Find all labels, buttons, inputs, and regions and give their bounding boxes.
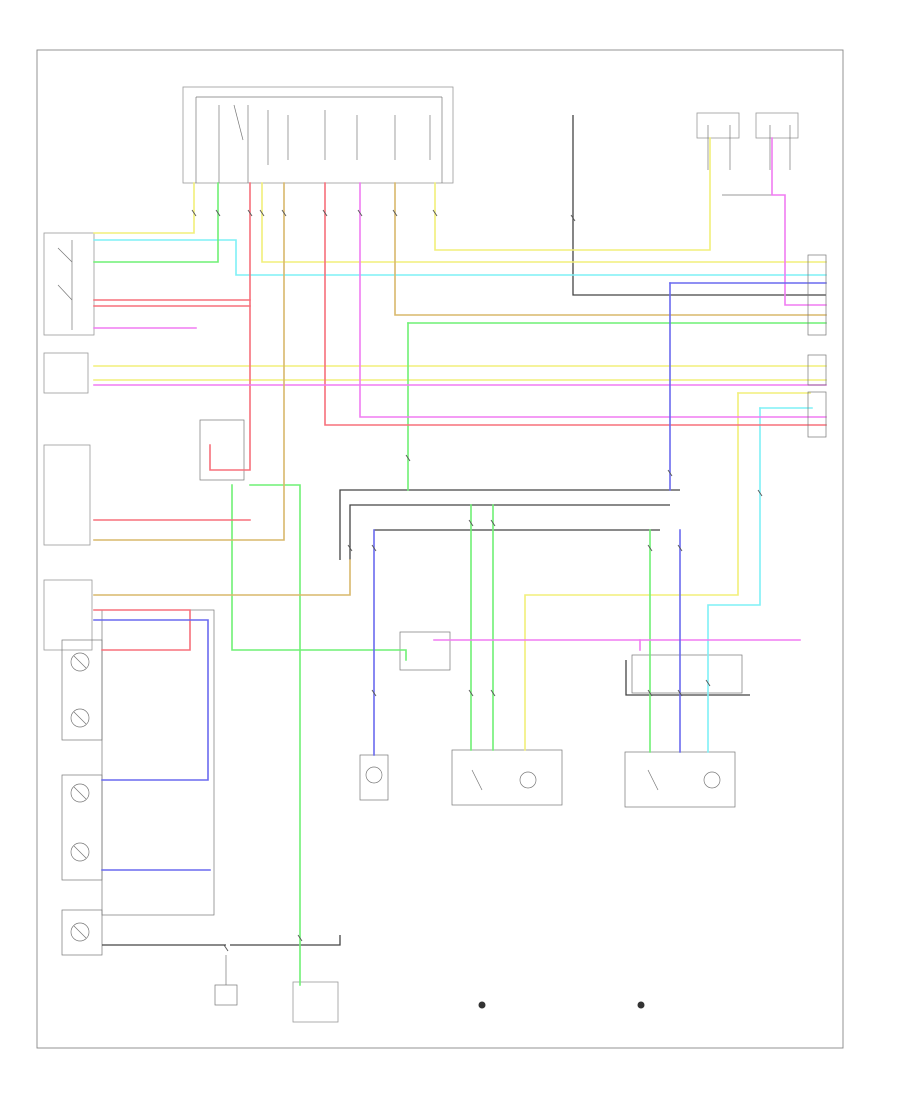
connector-tick-22 (647, 689, 653, 697)
transmission-control-box (43, 419, 245, 546)
connector-tick-21 (490, 689, 496, 697)
red-wire-23 (93, 609, 191, 651)
connector-tick-26 (570, 214, 576, 222)
top-control-unit (182, 86, 454, 184)
ground-right (637, 1001, 645, 1009)
connector-tick-3 (247, 209, 253, 217)
connector-tick-2 (215, 209, 221, 217)
center-lamp-assembly (359, 754, 389, 801)
connector-tick-14 (371, 544, 377, 552)
yellow-wire-3 (434, 137, 711, 251)
red-wire-21 (324, 182, 827, 426)
cyan-wire-10 (707, 407, 761, 753)
connector-tick-19 (371, 689, 377, 697)
connector-tick-7 (357, 209, 363, 217)
left-connector-mid (43, 352, 89, 394)
connector-tick-4 (259, 209, 265, 217)
connector-tick-5 (281, 209, 287, 217)
connector-tick-9 (432, 209, 438, 217)
connector-tick-27 (223, 944, 229, 952)
relay-right (755, 112, 799, 170)
right-trunk-lamp-assembly (624, 751, 736, 808)
connector-tick-10 (405, 454, 411, 462)
connector-tick-13 (347, 544, 353, 552)
connector-tick-20 (468, 689, 474, 697)
connector-tick-1 (191, 209, 197, 217)
colored-wires (93, 137, 827, 986)
connector-tick-17 (647, 544, 653, 552)
connector-tick-18 (677, 544, 683, 552)
rear-lamp-left-upper (43, 579, 103, 741)
left-switch-top (43, 232, 95, 336)
tan-wire-32 (394, 182, 827, 316)
yellow-wire-1 (93, 182, 195, 234)
connector-ticks (191, 209, 763, 952)
tan-wire-33 (93, 559, 351, 596)
gray-wires (102, 115, 826, 946)
connector-tick-25 (297, 934, 303, 942)
red-wire-19 (209, 182, 251, 471)
connector-tick-11 (667, 469, 673, 477)
relay-left (696, 112, 740, 170)
magenta-wire-27 (359, 182, 827, 418)
side-connector-right (399, 631, 743, 694)
connector-tick-12 (757, 489, 763, 497)
green-wire-11 (93, 182, 219, 263)
blue-wire-38 (93, 619, 209, 781)
green-wire-14 (231, 484, 407, 661)
ground-center (478, 1001, 486, 1009)
ground-left (214, 955, 238, 1006)
connector-tick-24 (705, 679, 711, 687)
diagram-frame (36, 49, 844, 1049)
connector-tick-15 (468, 519, 474, 527)
magenta-wire-28 (771, 137, 827, 306)
left-trunk-lamp-assembly (451, 749, 563, 806)
right-margin-connectors (807, 254, 827, 438)
cyan-wire-8 (93, 239, 827, 276)
rear-lamp-left-lower (61, 774, 103, 881)
connector-tick-8 (392, 209, 398, 217)
green-wire-15 (249, 484, 301, 986)
yellow-wire-7 (524, 392, 739, 751)
connector-tick-16 (490, 519, 496, 527)
tan-wire-31 (93, 182, 285, 541)
connector-tick-23 (677, 689, 683, 697)
junction-box-bottom (292, 981, 339, 1023)
license-lamp (61, 909, 103, 956)
connector-tick-6 (322, 209, 328, 217)
yellow-wire-2 (261, 182, 827, 263)
